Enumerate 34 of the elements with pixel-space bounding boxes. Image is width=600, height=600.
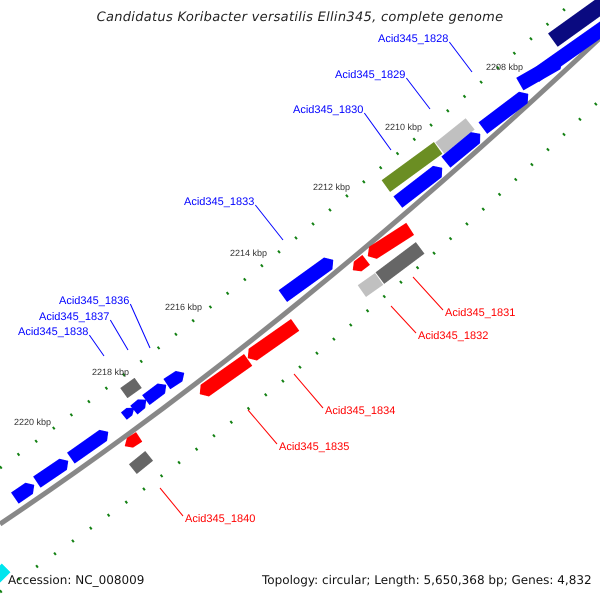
position-label: 2220 kbp	[14, 417, 52, 427]
gene-label: Acid345_1837	[39, 311, 110, 323]
genome-stats: Topology: circular; Length: 5,650,368 bp; Genes: 4,832	[262, 573, 592, 587]
position-label: 2212 kbp	[313, 182, 350, 192]
leader-line	[130, 304, 150, 348]
gene-label: Acid345_1831	[445, 307, 516, 319]
gene-label: Acid345_1830	[293, 104, 364, 116]
gene-label: Acid345_1834	[325, 405, 396, 417]
gene-label: Acid345_1840	[185, 513, 256, 525]
accession-label: Accession: NC_008009	[8, 573, 144, 587]
leader-line	[88, 334, 104, 356]
position-label: 2216 kbp	[165, 302, 202, 312]
leader-line	[390, 306, 416, 334]
gene-label: Acid345_1835	[279, 441, 350, 453]
title: Candidatus Koribacter versatilis Ellin345, complete genome	[96, 10, 504, 25]
leader-line	[110, 320, 128, 350]
gene-label: Acid345_1832	[418, 330, 488, 342]
leader-line	[406, 78, 430, 110]
leader-line	[364, 112, 392, 150]
gene-label: Acid345_1828	[378, 33, 448, 45]
leader-line	[412, 276, 444, 310]
position-label: 2214 kbp	[230, 248, 268, 258]
leader-line	[160, 488, 184, 516]
leader-line	[254, 204, 284, 240]
position-label: 2218 kbp	[92, 367, 130, 377]
leader-line	[248, 410, 278, 444]
gene-label: Acid345_1836	[59, 295, 130, 307]
leader-line	[448, 42, 472, 72]
leader-line	[294, 374, 324, 408]
position-label: 2208 kbp	[486, 62, 524, 72]
gene-label: Acid345_1833	[184, 196, 254, 208]
position-label: 2210 kbp	[385, 122, 422, 132]
gene-label: Acid345_1829	[335, 69, 406, 81]
gene-label: Acid345_1838	[18, 326, 88, 338]
